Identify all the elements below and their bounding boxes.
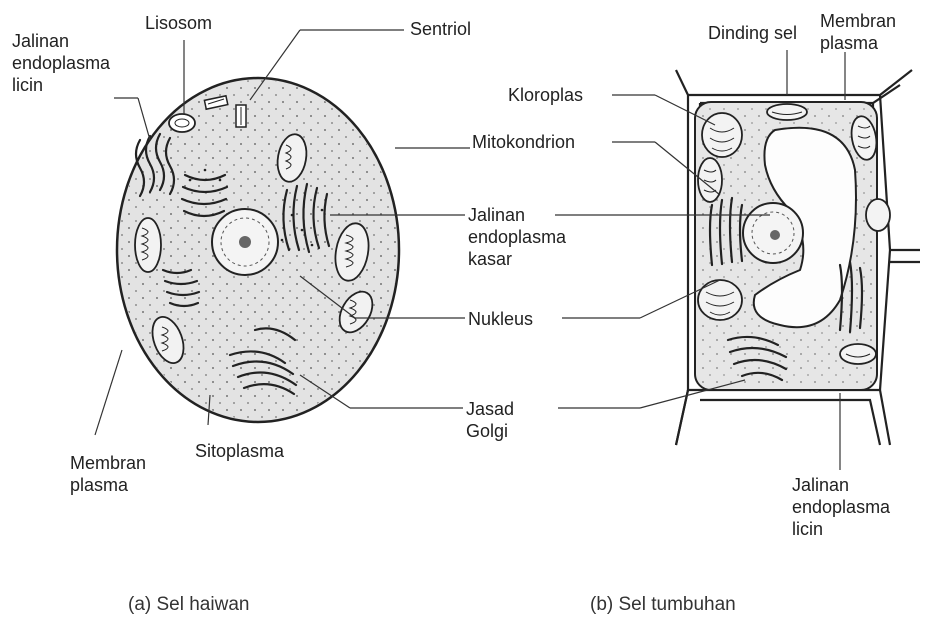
label-rer: Jalinan endoplasma kasar — [468, 204, 566, 270]
label-plant-ser-line2: endoplasma — [792, 496, 890, 518]
label-golgi-line2: Golgi — [466, 420, 514, 442]
label-rer-line2: endoplasma — [468, 226, 566, 248]
animal-nucleus — [212, 209, 278, 275]
label-plant-membrane: Membran plasma — [820, 10, 896, 54]
label-animal-ser-line1: Jalinan — [12, 30, 110, 52]
label-animal-membrane-line1: Membran — [70, 452, 146, 474]
label-plant-membrane-line2: plasma — [820, 32, 896, 54]
label-chloroplast: Kloroplas — [508, 84, 583, 106]
animal-cell — [117, 78, 399, 422]
label-animal-ser: Jalinan endoplasma licin — [12, 30, 110, 96]
label-rer-line3: kasar — [468, 248, 566, 270]
label-golgi-line1: Jasad — [466, 398, 514, 420]
label-mitochondrion: Mitokondrion — [472, 131, 575, 153]
label-animal-ser-line3: licin — [12, 74, 110, 96]
label-animal-ser-line2: endoplasma — [12, 52, 110, 74]
label-plant-ser-line1: Jalinan — [792, 474, 890, 496]
label-cell-wall: Dinding sel — [708, 22, 797, 44]
caption-plant-cell: (b) Sel tumbuhan — [590, 594, 736, 616]
animal-lysosome — [169, 114, 195, 132]
label-rer-line1: Jalinan — [468, 204, 566, 226]
label-animal-membrane-line2: plasma — [70, 474, 146, 496]
label-golgi: Jasad Golgi — [466, 398, 514, 442]
label-animal-membrane: Membran plasma — [70, 452, 146, 496]
label-plant-membrane-line1: Membran — [820, 10, 896, 32]
label-centriole: Sentriol — [410, 18, 471, 40]
label-plant-ser-line3: licin — [792, 518, 890, 540]
plant-nucleus — [743, 203, 803, 263]
caption-animal-cell: (a) Sel haiwan — [128, 594, 249, 616]
label-lysosome: Lisosom — [145, 12, 212, 34]
label-plant-ser: Jalinan endoplasma licin — [792, 474, 890, 540]
label-nucleus: Nukleus — [468, 308, 533, 330]
label-cytoplasm: Sitoplasma — [195, 440, 284, 462]
